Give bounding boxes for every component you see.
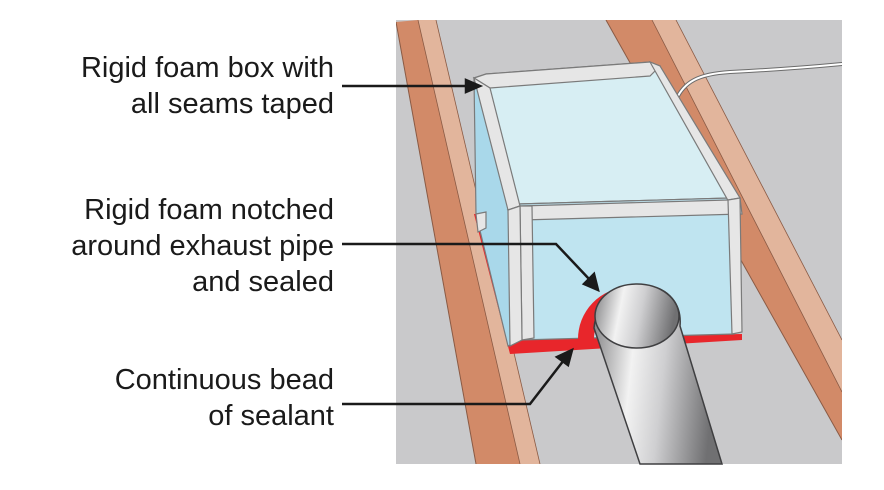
callout-2-line-3: and sealed [192,266,334,298]
callout-1-line-1: Rigid foam box with [80,52,334,84]
callout-sealant-bead: Continuous bead of sealant [115,362,334,434]
leader-line-2 [342,242,591,281]
arrowhead-1 [464,78,484,94]
callout-2-line-1: Rigid foam notched [84,194,334,226]
exhaust-pipe [593,283,724,465]
callout-leaders [342,78,600,406]
callout-3-line-2: of sealant [208,400,334,432]
callout-rigid-foam-box: Rigid foam box with all seams taped [81,50,334,122]
callout-2-line-2: around exhaust pipe [71,230,334,262]
sealant-bead [474,214,742,354]
arrowhead-2 [581,271,600,293]
taped-seams [472,60,743,347]
callout-3-line-1: Continuous bead [114,364,334,396]
callout-foam-notched: Rigid foam notched around exhaust pipe a… [71,192,334,300]
leader-line-3 [342,359,565,406]
arrowhead-3 [554,347,574,368]
callout-1-line-2: all seams taped [130,88,334,120]
